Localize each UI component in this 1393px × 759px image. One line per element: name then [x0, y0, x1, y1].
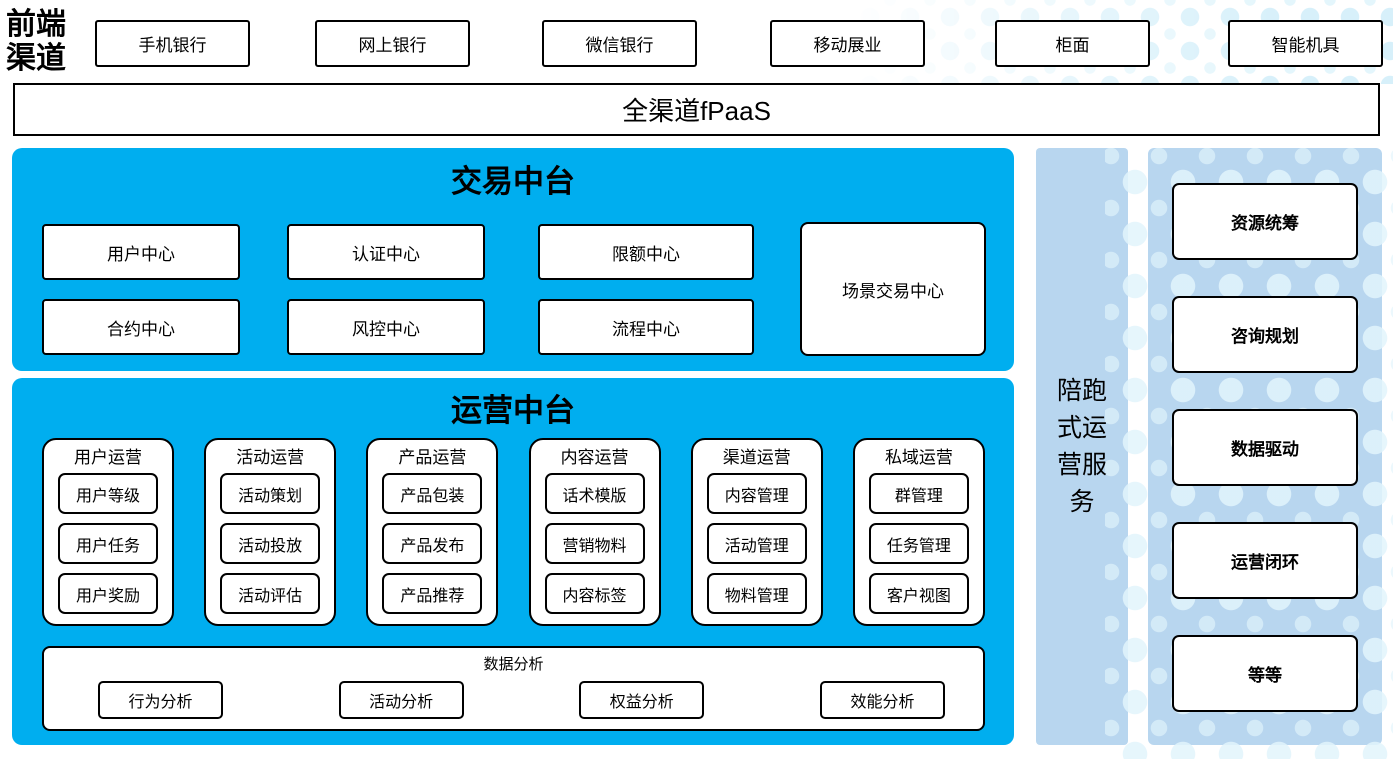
operation-platform-section: 运营中台 用户运营 用户等级 用户任务 用户奖励 活动运营 活动策划 活动投放 …: [12, 378, 1014, 745]
operation-columns: 用户运营 用户等级 用户任务 用户奖励 活动运营 活动策划 活动投放 活动评估 …: [42, 438, 985, 628]
companion-service-bar: 陪跑式运营服务: [1036, 148, 1128, 745]
op-item: 群管理: [868, 473, 969, 514]
center-box-contract: 合约中心: [42, 299, 240, 355]
analysis-box-behavior: 行为分析: [98, 681, 223, 719]
channel-box-online-banking: 网上银行: [315, 20, 470, 67]
center-box-risk: 风控中心: [287, 299, 485, 355]
service-box-resource: 资源统筹: [1172, 183, 1358, 260]
op-item: 客户视图: [868, 573, 969, 614]
op-item: 产品发布: [382, 523, 483, 564]
front-channels-label: 前端渠道: [6, 8, 66, 75]
op-item: 营销物料: [544, 523, 645, 564]
trade-platform-title: 交易中台: [451, 164, 575, 199]
op-item: 用户等级: [58, 473, 158, 514]
trade-platform-section: 交易中台 用户中心 认证中心 限额中心 合约中心 风控中心 流程中心 场景交易中…: [12, 148, 1014, 371]
analysis-box-efficiency: 效能分析: [819, 681, 945, 719]
op-item: 活动策划: [220, 473, 321, 514]
op-column-user: 用户运营 用户等级 用户任务 用户奖励: [42, 438, 174, 626]
channel-box-wechat-banking: 微信银行: [542, 20, 697, 67]
op-item: 产品包装: [382, 473, 483, 514]
channel-box-smart-devices: 智能机具: [1228, 20, 1383, 67]
op-item: 物料管理: [706, 573, 807, 614]
service-box-data-driven: 数据驱动: [1172, 409, 1358, 486]
service-panel: 资源统筹 咨询规划 数据驱动 运营闭环 等等: [1148, 148, 1382, 745]
data-analysis-row: 行为分析 活动分析 权益分析 效能分析: [44, 674, 983, 719]
op-column-product: 产品运营 产品包装 产品发布 产品推荐: [366, 438, 499, 626]
op-column-channel: 渠道运营 内容管理 活动管理 物料管理: [690, 438, 823, 626]
op-column-header: 内容运营: [560, 448, 629, 467]
companion-service-label: 陪跑式运营服务: [1056, 376, 1107, 516]
op-column-header: 用户运营: [74, 448, 142, 467]
center-box-scene-trade: 场景交易中心: [800, 222, 986, 356]
data-analysis-strip: 数据分析 行为分析 活动分析 权益分析 效能分析: [42, 646, 985, 731]
op-item: 内容管理: [706, 473, 807, 514]
op-item: 用户任务: [58, 523, 158, 564]
op-item: 话术模版: [544, 473, 645, 514]
center-box-auth: 认证中心: [287, 224, 485, 280]
service-box-consulting: 咨询规划: [1172, 296, 1358, 373]
op-column-content: 内容运营 话术模版 营销物料 内容标签: [528, 438, 661, 626]
channel-box-counter: 柜面: [995, 20, 1150, 67]
analysis-box-rights: 权益分析: [579, 681, 705, 719]
op-column-header: 私域运营: [884, 448, 953, 467]
op-item: 用户奖励: [58, 573, 158, 614]
service-box-operation-loop: 运营闭环: [1172, 522, 1358, 599]
op-column-activity: 活动运营 活动策划 活动投放 活动评估: [204, 438, 337, 626]
op-item: 内容标签: [544, 573, 645, 614]
analysis-box-activity: 活动分析: [338, 681, 464, 719]
op-item: 任务管理: [868, 523, 969, 564]
operation-platform-title: 运营中台: [451, 393, 575, 428]
center-box-process: 流程中心: [538, 299, 754, 355]
center-box-user: 用户中心: [42, 224, 240, 280]
op-column-header: 产品运营: [398, 448, 467, 467]
data-analysis-title: 数据分析: [483, 656, 544, 673]
op-item: 活动投放: [220, 523, 321, 564]
channel-box-mobile-banking: 手机银行: [95, 20, 250, 67]
channel-box-mobile-marketing: 移动展业: [770, 20, 925, 67]
op-item: 活动管理: [706, 523, 807, 564]
op-column-header: 活动运营: [236, 448, 305, 467]
op-item: 产品推荐: [382, 573, 483, 614]
op-column-header: 渠道运营: [722, 448, 791, 467]
service-box-etc: 等等: [1172, 635, 1358, 712]
omni-channel-fpaas-bar: 全渠道fPaaS: [13, 83, 1380, 136]
center-box-limit: 限额中心: [538, 224, 754, 280]
op-item: 活动评估: [220, 573, 321, 614]
op-column-private-domain: 私域运营 群管理 任务管理 客户视图: [852, 438, 985, 626]
